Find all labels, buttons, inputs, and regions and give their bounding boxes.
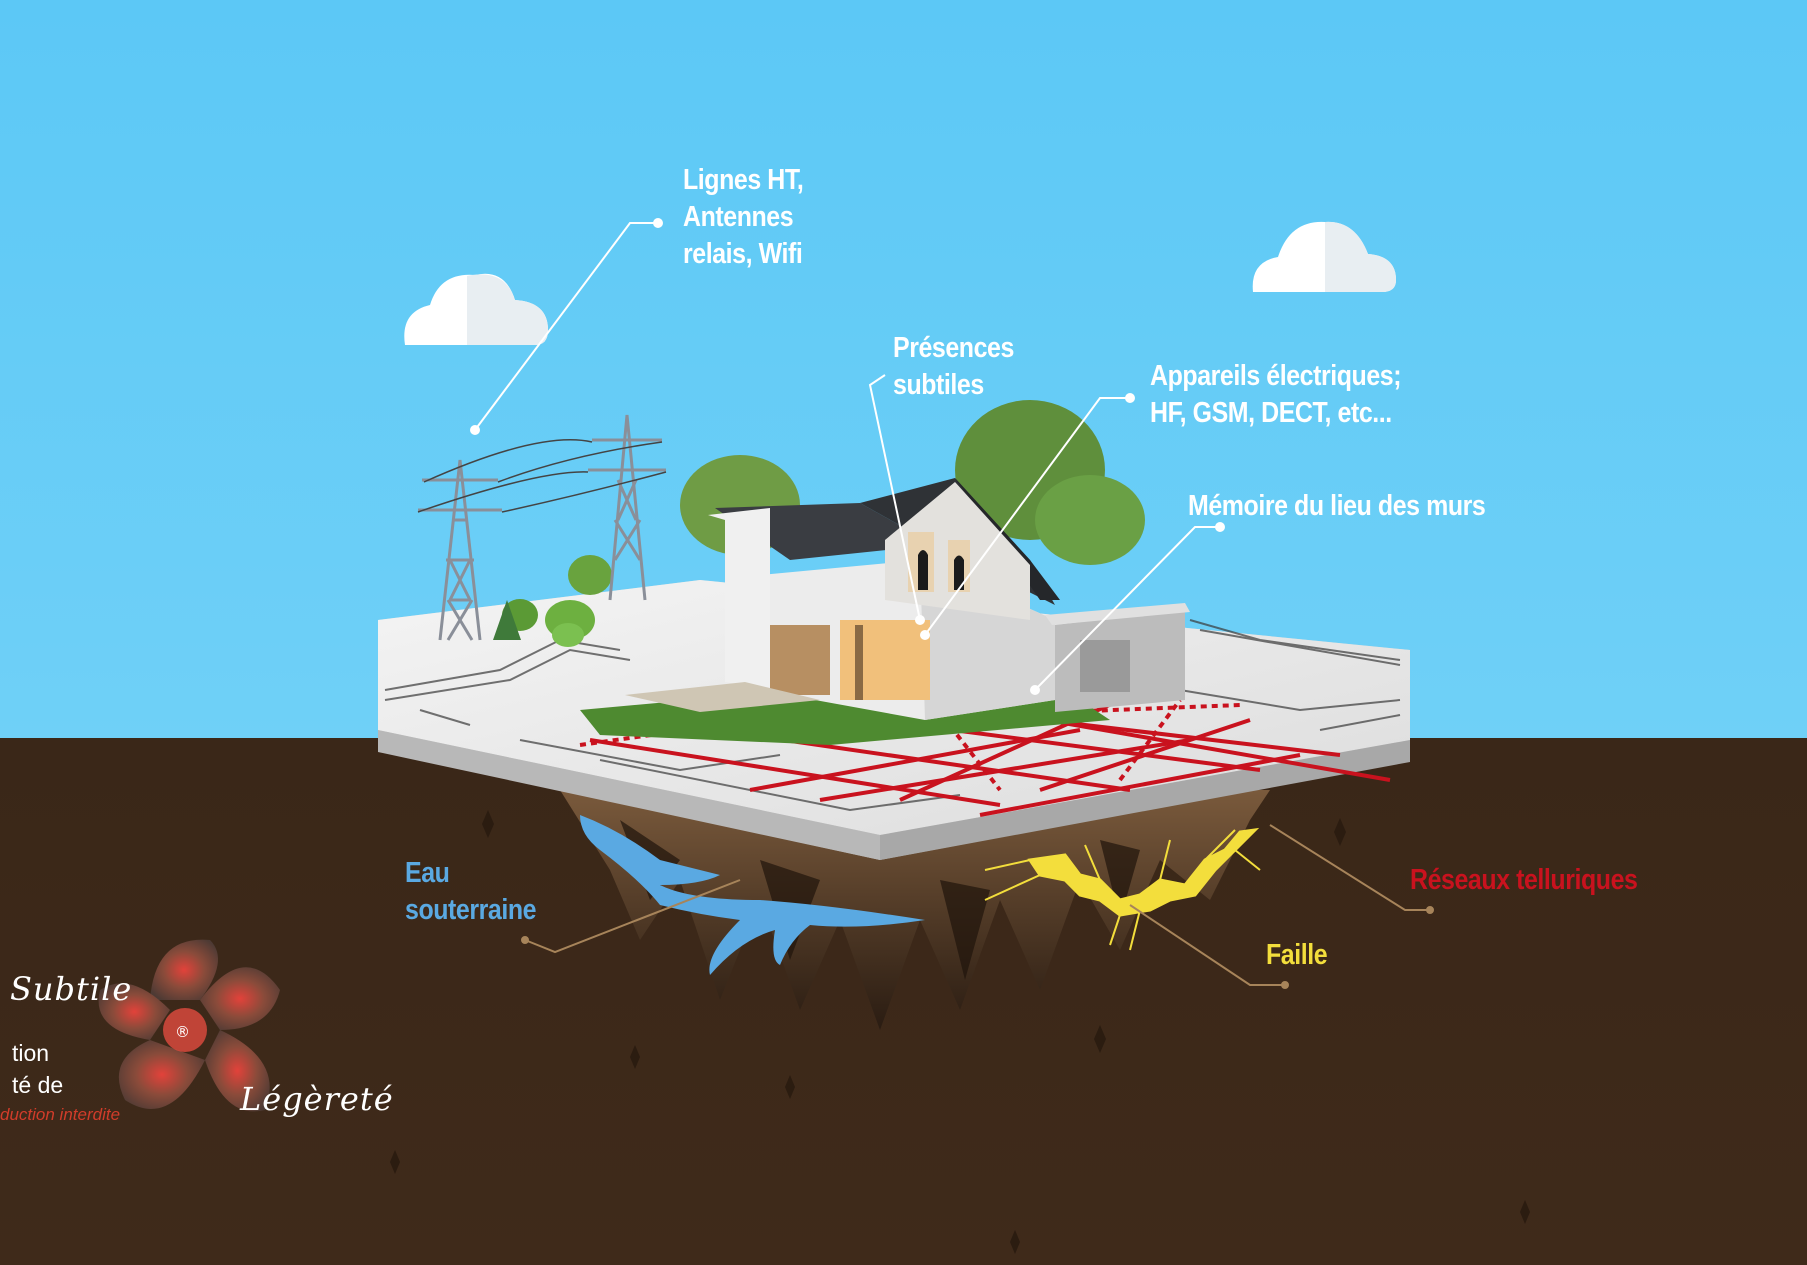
logo-line-1: tion (12, 1040, 50, 1066)
label-lignes-ht: Lignes HT, Antennes relais, Wifi (683, 164, 804, 270)
logo-line-2: té de (12, 1072, 64, 1098)
logo-legerete: Légèreté (240, 1080, 394, 1118)
label-eau-souterraine: Eau souterraine (405, 857, 537, 926)
soil-specks (390, 810, 1530, 1254)
rock-formation (560, 790, 1270, 1030)
underground-leader-lines (521, 824, 1434, 989)
logo-flower-icon (98, 939, 280, 1112)
logo-line-3: duction interdite (0, 1105, 121, 1124)
fault-crack (984, 827, 1261, 951)
telluric-grid (579, 693, 1391, 817)
cloud-icon-right (1252, 221, 1396, 292)
pylon-icon (417, 414, 667, 641)
label-appareils-electriques: Appareils électriques; HF, GSM, DECT, et… (1150, 360, 1402, 429)
label-reseaux-telluriques: Réseaux telluriques (1410, 864, 1638, 896)
label-memoire-du-lieu: Mémoire du lieu des murs (1188, 490, 1486, 522)
underground-water (580, 815, 925, 975)
cloud-icon-left (404, 273, 548, 345)
logo-subtile: Subtile (10, 970, 133, 1008)
label-presences-subtiles: Présences subtiles (893, 332, 1014, 401)
house-icon (625, 478, 1190, 720)
tree-icon (493, 400, 1145, 647)
label-faille: Faille (1266, 939, 1328, 971)
leader-lines (470, 218, 1225, 695)
registered-mark: ® (175, 1023, 190, 1041)
